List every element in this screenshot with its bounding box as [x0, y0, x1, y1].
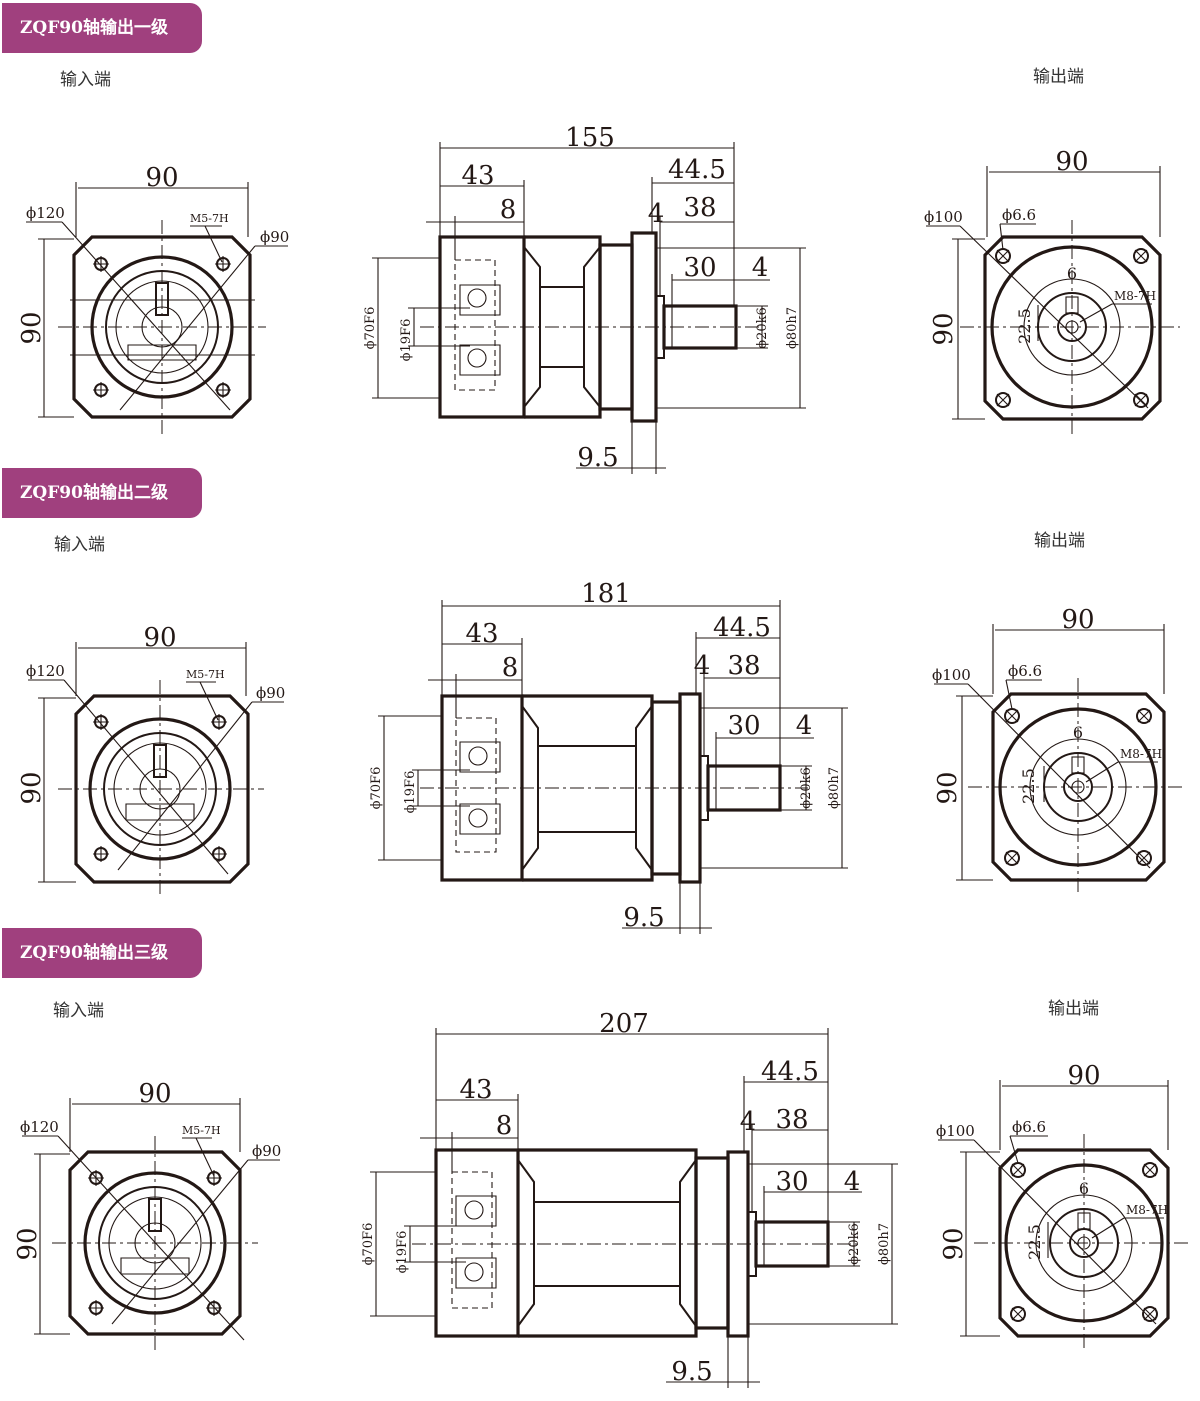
output-width-dim: 90 — [1067, 1061, 1100, 1091]
shoulder-dim: 4 — [740, 1107, 757, 1137]
output-end-view: 90 90 ϕ100 ϕ6.6 6 22.5 M8-7H — [932, 605, 1184, 896]
flange-thickness-dim: 9.5 — [577, 443, 618, 473]
input-end-label: 输入端 — [53, 1001, 104, 1021]
output-width-dim: 90 — [1055, 147, 1088, 177]
input-pilot-dim: ϕ90 — [252, 1142, 281, 1160]
input-height-dim: 90 — [17, 311, 47, 344]
input-end-view: 90 90 ϕ120 M5-7H ϕ90 — [13, 1079, 281, 1352]
output-end-view: 90 90 ϕ100 ϕ6.6 6 22.5 M8-7H — [936, 1061, 1190, 1352]
key-end-dim: 4 — [752, 253, 769, 283]
input-length-dim: 43 — [461, 161, 494, 191]
key-length-dim: 30 — [775, 1167, 808, 1197]
output-bolt-circle-dim: ϕ100 — [936, 1122, 975, 1140]
input-shaft-dim: ϕ19F6 — [399, 319, 414, 362]
shaft-length-dim: 38 — [727, 651, 760, 681]
input-bore-dim: ϕ70F6 — [361, 1223, 376, 1266]
stage-3-drawing: 90 90 ϕ120 M5-7H ϕ90 — [13, 1009, 1190, 1388]
output-key-width-dim: 6 — [1067, 264, 1077, 283]
output-length-dim: 44.5 — [761, 1057, 819, 1087]
output-length-dim: 44.5 — [668, 155, 726, 185]
output-shaft-dim: ϕ20k6 — [799, 767, 814, 809]
output-shaft-dim: ϕ20k6 — [755, 307, 770, 349]
input-bolt-circle-dim: ϕ120 — [26, 662, 65, 680]
output-pilot-dim: ϕ80h7 — [827, 767, 842, 809]
input-thread-dim: M5-7H — [190, 212, 229, 225]
stage-2-drawing: 90 90 ϕ120 M5-7H ϕ90 — [17, 579, 1184, 934]
output-hole-dim: ϕ6.6 — [1012, 1118, 1046, 1136]
input-length-dim: 43 — [459, 1075, 492, 1105]
output-key-width-dim: 6 — [1079, 1179, 1089, 1198]
output-length-dim: 44.5 — [713, 613, 771, 643]
output-pilot-dim: ϕ80h7 — [877, 1223, 892, 1265]
input-flange-dim: 8 — [500, 195, 517, 225]
input-pilot-dim: ϕ90 — [256, 684, 285, 702]
output-bolt-circle-dim: ϕ100 — [932, 666, 971, 684]
input-bolt-circle-dim: ϕ120 — [26, 204, 65, 222]
output-hole-dim: ϕ6.6 — [1002, 206, 1036, 224]
input-width-dim: 90 — [138, 1079, 171, 1109]
input-end-view: 90 90 ϕ120 M5-7H ϕ90 — [17, 163, 289, 434]
input-width-dim: 90 — [145, 163, 178, 193]
output-shaft-dim: ϕ20k6 — [847, 1223, 862, 1265]
input-end-label: 输入端 — [60, 70, 111, 90]
stage-1-section: ZQF90轴输出一级 输入端 输出端 90 90 — [0, 0, 1200, 474]
key-end-dim: 4 — [796, 711, 813, 741]
shaft-length-dim: 38 — [683, 193, 716, 223]
input-shaft-dim: ϕ19F6 — [403, 771, 418, 814]
output-end-label: 输出端 — [1048, 999, 1099, 1019]
side-view: 155 43 8 44.5 38 4 30 4 9.5 — [363, 123, 806, 474]
output-key-width-dim: 6 — [1073, 723, 1083, 742]
output-end-label: 输出端 — [1034, 531, 1085, 551]
input-flange-dim: 8 — [496, 1111, 513, 1141]
input-shaft-dim: ϕ19F6 — [395, 1231, 410, 1274]
input-flange-dim: 8 — [502, 653, 519, 683]
input-height-dim: 90 — [17, 771, 47, 804]
input-end-view: 90 90 ϕ120 M5-7H ϕ90 — [17, 623, 285, 898]
output-end-label: 输出端 — [1033, 67, 1084, 87]
key-length-dim: 30 — [727, 711, 760, 741]
stage-title-badge: ZQF90轴输出三级 — [2, 928, 202, 978]
output-thread-dim: M8-7H — [1114, 289, 1156, 303]
stage-2-section: ZQF90轴输出二级 输入端 输出端 90 90 — [0, 466, 1200, 934]
flange-thickness-dim: 9.5 — [671, 1357, 712, 1387]
shaft-length-dim: 38 — [775, 1105, 808, 1135]
output-key-height-dim: 22.5 — [1015, 308, 1034, 344]
shoulder-dim: 4 — [648, 199, 665, 229]
output-key-height-dim: 22.5 — [1019, 768, 1038, 804]
output-thread-dim: M8-7H — [1126, 1203, 1168, 1217]
input-bore-dim: ϕ70F6 — [369, 767, 384, 810]
output-end-view: 90 90 ϕ100 ϕ6.6 6 22.5 M8-7H — [924, 147, 1180, 434]
total-length-dim: 181 — [581, 579, 631, 609]
output-bolt-circle-dim: ϕ100 — [924, 208, 963, 226]
output-height-dim: 90 — [939, 1227, 969, 1260]
side-view: 207 90 43 8 44.5 38 4 30 4 9.5 — [361, 1009, 898, 1388]
key-end-dim: 4 — [844, 1167, 861, 1197]
input-bore-dim: ϕ70F6 — [363, 307, 378, 350]
input-thread-dim: M5-7H — [186, 668, 225, 681]
total-length-dim: 155 — [565, 123, 615, 153]
flange-thickness-dim: 9.5 — [623, 903, 664, 933]
shoulder-dim: 4 — [694, 651, 711, 681]
input-length-dim: 43 — [465, 619, 498, 649]
stage-1-drawing: 90 90 ϕ120 M5-7H ϕ90 — [17, 123, 1180, 474]
side-view: 181 43 8 44.5 38 4 30 4 9.5 — [369, 579, 848, 934]
output-pilot-dim: ϕ80h7 — [785, 307, 800, 349]
key-length-dim: 30 — [683, 253, 716, 283]
output-height-dim: 90 — [929, 312, 959, 345]
input-height-dim: 90 — [13, 1227, 43, 1260]
output-thread-dim: M8-7H — [1120, 747, 1162, 761]
stage-3-section: ZQF90轴输出三级 输入端 输出端 90 90 — [0, 926, 1200, 1391]
stage-title-badge: ZQF90轴输出一级 — [2, 3, 202, 53]
input-bolt-circle-dim: ϕ120 — [20, 1118, 59, 1136]
input-end-label: 输入端 — [54, 535, 105, 555]
stage-title-badge: ZQF90轴输出二级 — [2, 468, 202, 518]
output-hole-dim: ϕ6.6 — [1008, 662, 1042, 680]
total-length-dim: 207 — [599, 1009, 649, 1039]
output-width-dim: 90 — [1061, 605, 1094, 635]
output-key-height-dim: 22.5 — [1025, 1224, 1044, 1260]
input-pilot-dim: ϕ90 — [260, 228, 289, 246]
input-width-dim: 90 — [143, 623, 176, 653]
output-height-dim: 90 — [933, 771, 963, 804]
input-thread-dim: M5-7H — [182, 1124, 221, 1137]
